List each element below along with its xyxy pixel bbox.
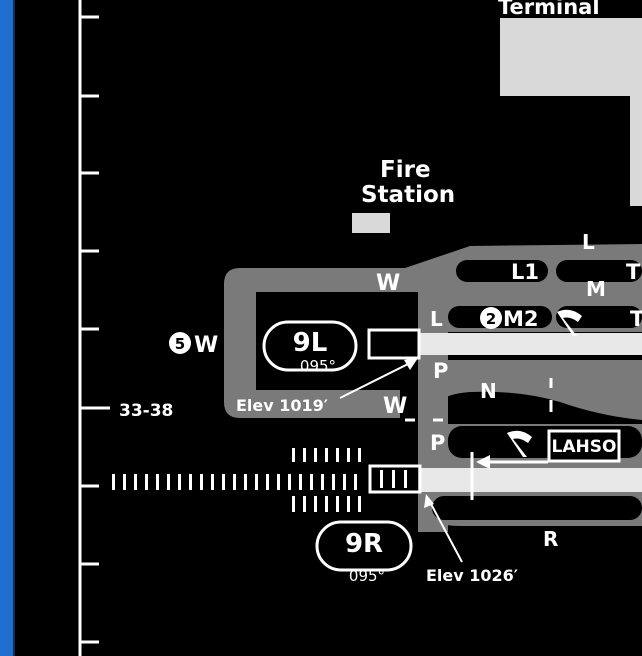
approach-stripe — [336, 448, 339, 462]
approach-light-bar — [167, 474, 170, 490]
approach-stripe — [325, 496, 328, 512]
approach-stripe — [358, 448, 361, 462]
hotspot-5-taxiway: W — [194, 333, 218, 358]
taxiway-islands — [432, 260, 642, 520]
taxiway-label-t-top: T — [626, 260, 641, 284]
approach-light-bar — [321, 474, 324, 490]
runway-9r — [368, 464, 642, 494]
approach-light-bar — [310, 474, 313, 490]
runway-9r-label: 9R — [345, 529, 383, 559]
runway-9l-id: 9L 095° — [262, 320, 358, 375]
hotspot-circle-icon — [169, 332, 191, 354]
approach-stripe — [347, 496, 350, 512]
hotspot-5-number: 5 — [175, 335, 185, 353]
arrow-left-icon — [476, 455, 490, 469]
approach-stripe — [303, 496, 306, 512]
runway-9r-surface — [420, 468, 642, 492]
taxiway-label-m: M — [586, 277, 606, 301]
approach-light-bar — [244, 474, 247, 490]
elev-9r-label: Elev 1026′ — [426, 566, 518, 585]
hotspot-5: 5 W — [169, 332, 218, 358]
taxiway-label-p-south: P — [430, 431, 445, 455]
arrow-icon — [404, 358, 418, 370]
terminal-building — [500, 18, 642, 206]
taxiway-label-t-mid: T — [630, 307, 642, 331]
fire-station-label-line2: Station — [361, 182, 455, 208]
lahso-marker: LAHSO — [470, 429, 621, 500]
runway-9r-threshold-bars — [380, 470, 407, 488]
approach-stripe — [336, 496, 339, 512]
approach-stripe — [358, 496, 361, 512]
approach-stripes-9r — [292, 448, 361, 512]
taxiway-m — [440, 292, 642, 304]
runway-9l-threshold-box — [367, 328, 421, 360]
runway-9l-surface — [420, 333, 642, 355]
scale-value-label: 33-38 — [119, 401, 173, 421]
approach-light-bar — [332, 474, 335, 490]
flag-icon — [557, 309, 582, 336]
runway-9r-threshold-box — [368, 464, 422, 494]
approach-stripe — [292, 496, 295, 512]
approach-stripe — [347, 448, 350, 462]
runway-9r-id: 9R 095° — [315, 520, 413, 585]
taxiway-label-w-north: W — [376, 271, 400, 296]
window-edge-shadow — [13, 0, 15, 656]
taxiway-n — [420, 360, 642, 420]
approach-light-bar — [266, 474, 269, 490]
runway-9l — [367, 328, 642, 360]
elev-9r-callout: Elev 1026′ — [424, 494, 518, 585]
approach-stripe — [314, 448, 317, 462]
approach-stripe — [303, 448, 306, 462]
taxiway-label-m2: M2 — [503, 307, 539, 331]
terminal-label: Terminal — [498, 0, 600, 19]
approach-light-bar — [255, 474, 258, 490]
approach-light-bar — [354, 474, 357, 490]
approach-light-bar — [178, 474, 181, 490]
approach-light-bar — [112, 474, 115, 490]
lahso-label: LAHSO — [552, 437, 617, 457]
approach-lighting-9r — [112, 474, 357, 490]
approach-light-bar — [233, 474, 236, 490]
elevation-scale — [78, 0, 110, 656]
taxiway-label-l-mid: L — [430, 307, 443, 331]
fire-station-building — [352, 213, 390, 233]
hotspot-2: 2 — [480, 307, 502, 329]
approach-light-bar — [222, 474, 225, 490]
approach-light-bar — [343, 474, 346, 490]
approach-light-bar — [288, 474, 291, 490]
taxiway-w-loop — [224, 268, 642, 418]
runway-9l-heading: 095° — [300, 357, 336, 375]
hold-short-markings — [405, 378, 553, 422]
approach-light-bar — [134, 474, 137, 490]
approach-light-bar — [200, 474, 203, 490]
approach-light-bar — [123, 474, 126, 490]
hotspot-circle-icon — [480, 307, 502, 329]
hotspot-2-number: 2 — [486, 310, 496, 328]
taxiway-label-n: N — [480, 379, 497, 403]
approach-stripe — [314, 496, 317, 512]
taxiway-label-l1: L1 — [511, 260, 539, 284]
elev-9l-callout: Elev 1019′ — [236, 358, 418, 415]
taxiway-label-w-south: W — [383, 394, 407, 419]
window-edge — [0, 0, 13, 656]
approach-light-bar — [156, 474, 159, 490]
flag-icon — [507, 430, 532, 457]
approach-light-bar — [145, 474, 148, 490]
arrow-icon — [424, 494, 434, 508]
approach-stripe — [292, 448, 295, 462]
taxiway-label-p-north: P — [433, 359, 448, 383]
approach-stripe — [325, 448, 328, 462]
approach-light-bar — [277, 474, 280, 490]
runway-9r-heading: 095° — [349, 567, 385, 585]
runway-9l-label: 9L — [293, 328, 328, 358]
taxiway-label-l-top: L — [582, 230, 595, 254]
approach-light-bar — [189, 474, 192, 490]
approach-light-bar — [211, 474, 214, 490]
taxiway-label-r: R — [543, 527, 558, 551]
fire-station-label-line1: Fire — [380, 157, 431, 183]
elev-9l-label: Elev 1019′ — [236, 396, 328, 415]
approach-light-bar — [299, 474, 302, 490]
